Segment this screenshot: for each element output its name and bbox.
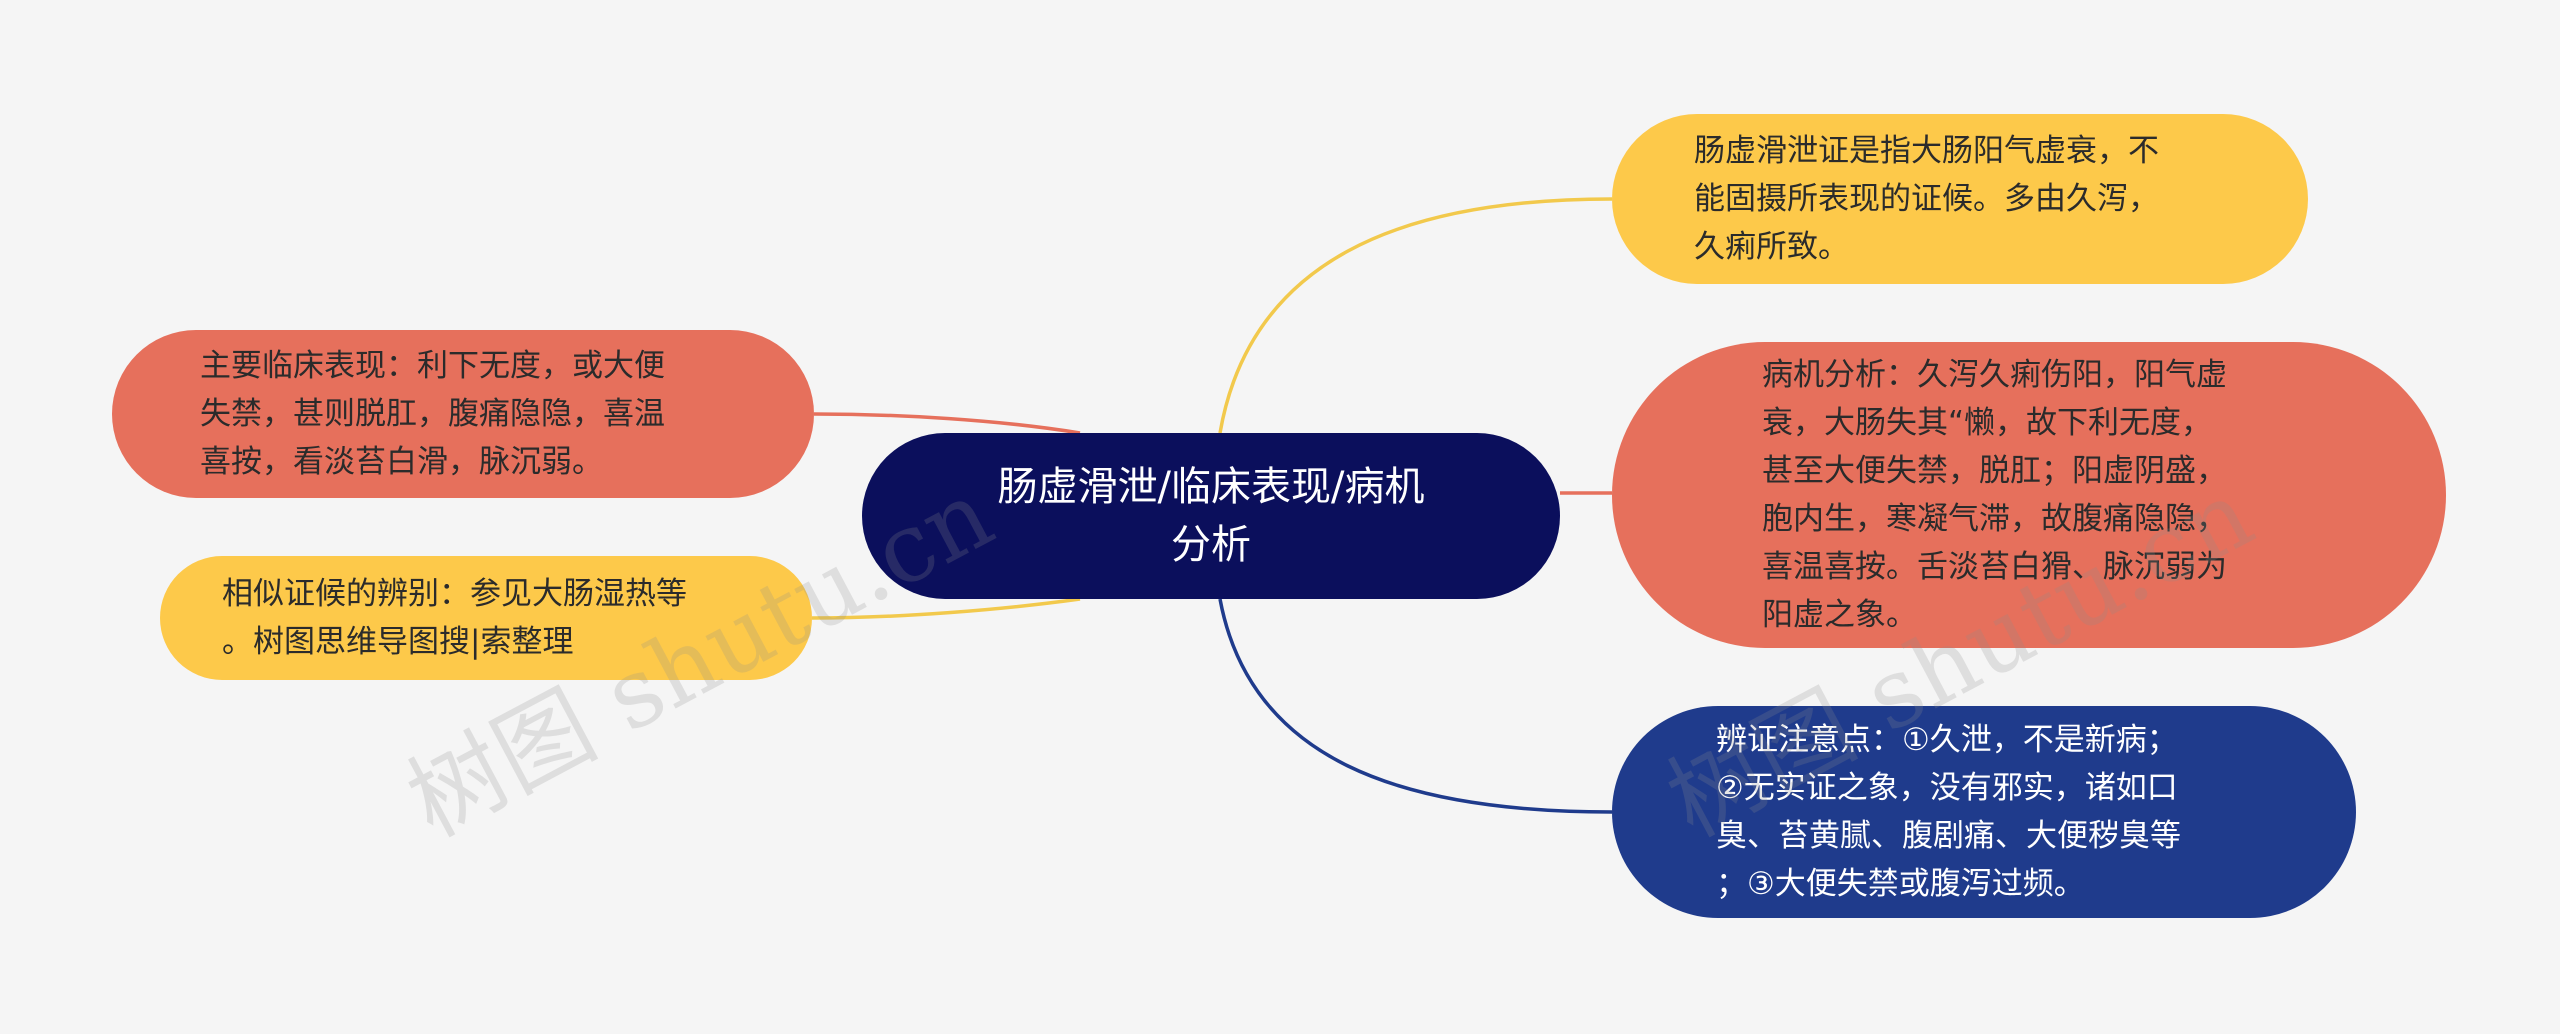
similar-syndrome-text: 相似证候的辨别：参见大肠湿热等 。树图思维导图搜|索整理: [222, 575, 687, 660]
notes-text: 辨证注意点：①久泄，不是新病； ②无实证之象，没有邪实，诸如口 臭、苔黄腻、腹剧…: [1716, 721, 2181, 903]
main-symptoms-node[interactable]: 主要临床表现：利下无度，或大便 失禁，甚则脱肛，腹痛隐隐，喜温 喜按，看淡苔白滑…: [112, 330, 814, 498]
connector-definition: [1218, 197, 1613, 434]
connector-notes: [1218, 598, 1613, 814]
connector-main-symptoms: [813, 412, 1081, 435]
central-topic-node[interactable]: 肠虚滑泄/临床表现/病机 分析: [862, 433, 1560, 599]
notes-node[interactable]: 辨证注意点：①久泄，不是新病； ②无实证之象，没有邪实，诸如口 臭、苔黄腻、腹剧…: [1612, 706, 2356, 918]
pathology-text: 病机分析：久泻久痢伤阳，阳气虚 衰，大肠失其“懒，故下利无度， 甚至大便失禁，脱…: [1762, 356, 2227, 634]
definition-text: 肠虚滑泄证是指大肠阳气虚衰，不 能固摄所表现的证候。多由久泻， 久痢所致。: [1694, 132, 2159, 266]
similar-syndrome-node[interactable]: 相似证候的辨别：参见大肠湿热等 。树图思维导图搜|索整理: [160, 556, 812, 680]
central-topic-text: 肠虚滑泄/临床表现/病机 分析: [997, 464, 1425, 568]
main-symptoms-text: 主要临床表现：利下无度，或大便 失禁，甚则脱肛，腹痛隐隐，喜温 喜按，看淡苔白滑…: [200, 347, 665, 481]
connector-similar: [811, 597, 1081, 620]
definition-node[interactable]: 肠虚滑泄证是指大肠阳气虚衰，不 能固摄所表现的证候。多由久泻， 久痢所致。: [1612, 114, 2308, 284]
pathology-node[interactable]: 病机分析：久泻久痢伤阳，阳气虚 衰，大肠失其“懒，故下利无度， 甚至大便失禁，脱…: [1612, 342, 2446, 648]
